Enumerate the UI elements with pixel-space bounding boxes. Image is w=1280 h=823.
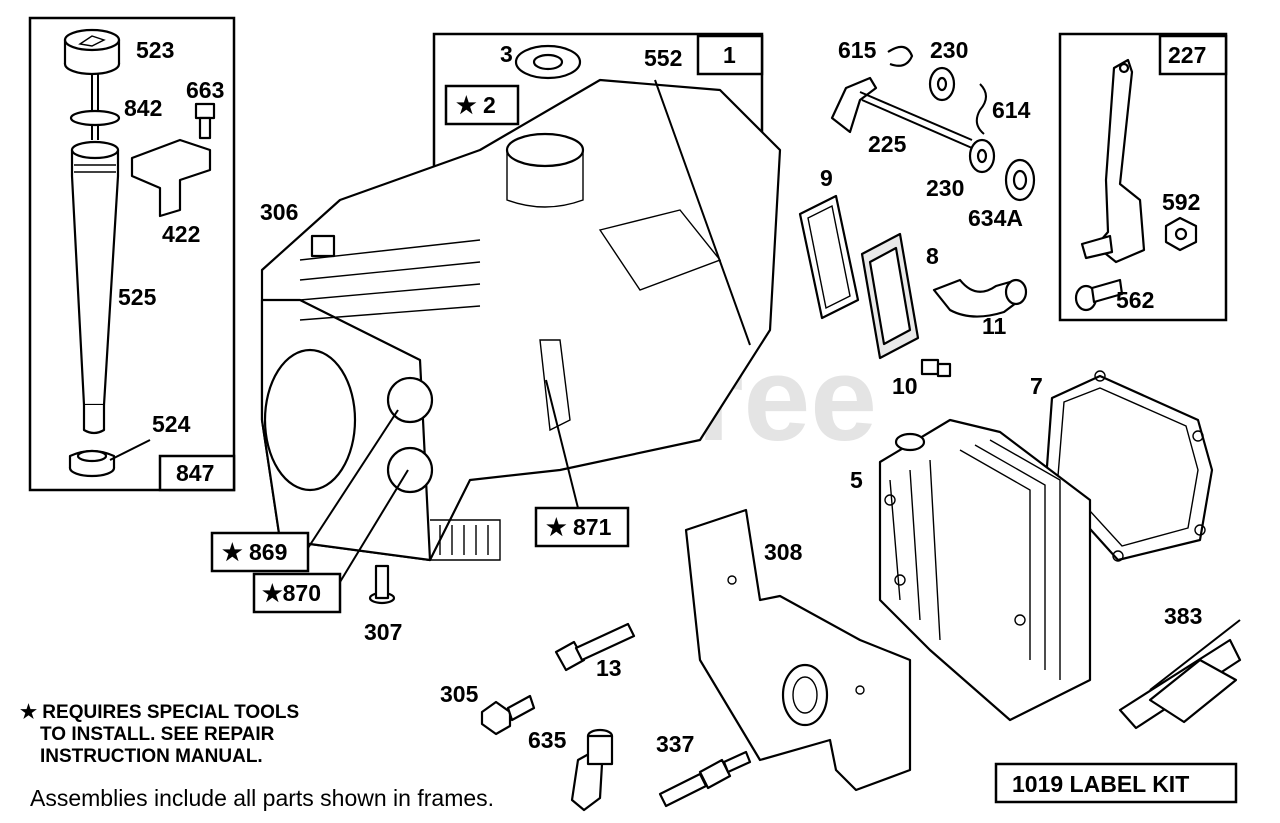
callout-635: 635 (528, 727, 567, 753)
cylinder-baffle-308-part[interactable] (684, 508, 912, 792)
leader-524 (109, 439, 151, 461)
callout-box-1 (696, 34, 764, 76)
callout-box-870 (252, 572, 342, 614)
screw-562-part[interactable] (1074, 278, 1124, 312)
callout-box-847 (158, 454, 236, 492)
callout-308: 308 (764, 539, 803, 565)
callout-422: 422 (162, 221, 200, 247)
dipstick-tube-part[interactable] (70, 140, 120, 435)
dipstick-o-ring-part[interactable] (69, 109, 121, 127)
callout-525: 525 (118, 284, 157, 310)
cylinder-block-part[interactable] (260, 78, 782, 562)
callout-7: 7 (1030, 373, 1043, 399)
dipstick-cap-part[interactable] (63, 28, 121, 140)
callout-2: ★ 2 (456, 92, 496, 118)
label-kit-box (994, 762, 1238, 804)
callout-8: 8 (926, 243, 939, 269)
seal-634a-part[interactable] (1004, 158, 1036, 202)
dipstick-assembly-frame (28, 16, 236, 492)
governor-lever-227-part[interactable] (1080, 58, 1146, 264)
callout-box-227 (1158, 34, 1228, 76)
callout-box-869 (210, 531, 310, 573)
callout-9: 9 (820, 165, 833, 191)
leader-869 (307, 409, 399, 549)
callout-1: 1 (723, 42, 736, 68)
callout-614: 614 (992, 97, 1031, 123)
bolt-305-part[interactable] (480, 694, 536, 736)
callout-227: 227 (1168, 42, 1206, 68)
callout-3: 3 (500, 41, 513, 67)
callout-871: ★ 871 (546, 514, 612, 540)
callout-5: 5 (850, 467, 863, 493)
callout-11: 11 (982, 313, 1007, 339)
callout-869: ★ 869 (222, 539, 287, 565)
clip-615-part[interactable] (887, 45, 914, 67)
callout-230-top: 230 (930, 37, 968, 63)
leader-871 (545, 379, 579, 509)
elbow-635-part[interactable] (570, 728, 614, 812)
callout-337: 337 (656, 731, 694, 757)
callout-523: 523 (136, 37, 174, 63)
callout-592: 592 (1162, 189, 1200, 215)
callout-562: 562 (1116, 287, 1154, 313)
breather-8-part[interactable] (860, 232, 920, 360)
callout-box-2 (444, 84, 520, 126)
callout-305: 305 (440, 681, 479, 707)
cylinder-head-5-part[interactable] (878, 418, 1092, 722)
callout-615: 615 (838, 37, 877, 63)
label-306-part[interactable] (310, 234, 336, 258)
leader-552 (654, 79, 751, 346)
callout-box-871 (534, 506, 630, 548)
callout-663: 663 (186, 77, 224, 103)
callout-307: 307 (364, 619, 402, 645)
bracket-422-part[interactable] (130, 138, 212, 218)
special-tools-note-line3: INSTRUCTION MANUAL. (40, 746, 263, 767)
tube-seal-part[interactable] (68, 449, 116, 478)
governor-lever-frame (1058, 32, 1228, 322)
washer-230-bottom-part[interactable] (968, 138, 996, 174)
callout-552: 552 (644, 45, 682, 71)
callout-870: ★870 (262, 580, 321, 606)
spark-plug-337-part[interactable] (658, 750, 752, 808)
callout-842: 842 (124, 95, 162, 121)
screw-663-part[interactable] (194, 102, 216, 140)
bolt-13-part[interactable] (554, 622, 636, 672)
nut-592-part[interactable] (1164, 216, 1198, 252)
tool-383-part[interactable] (1118, 619, 1242, 730)
special-tools-note-line1: ★ REQUIRES SPECIAL TOOLS (20, 702, 299, 723)
callout-524: 524 (152, 411, 191, 437)
special-tools-note-line2: TO INSTALL. SEE REPAIR (40, 724, 275, 745)
callout-634a: 634A (968, 205, 1023, 231)
callout-10: 10 (892, 373, 918, 399)
callout-13: 13 (596, 655, 622, 681)
pin-614-part[interactable] (975, 83, 987, 135)
washer-230-top-part[interactable] (928, 66, 956, 102)
callout-383: 383 (1164, 603, 1202, 629)
bolt-307-part[interactable] (368, 564, 396, 605)
callout-306: 306 (260, 199, 298, 225)
callout-225: 225 (868, 131, 907, 157)
label-kit-text: 1019 LABEL KIT (1012, 771, 1189, 797)
callout-847: 847 (176, 460, 214, 486)
screw-10-part[interactable] (920, 358, 952, 378)
callout-230-bottom: 230 (926, 175, 964, 201)
breather-tube-11-part[interactable] (932, 278, 1028, 318)
breather-gasket-9-part[interactable] (798, 194, 860, 320)
assemblies-footnote: Assemblies include all parts shown in fr… (30, 785, 494, 811)
leader-870 (339, 469, 409, 583)
seal-3-part[interactable] (514, 44, 582, 80)
governor-shaft-225-part[interactable] (830, 76, 973, 149)
